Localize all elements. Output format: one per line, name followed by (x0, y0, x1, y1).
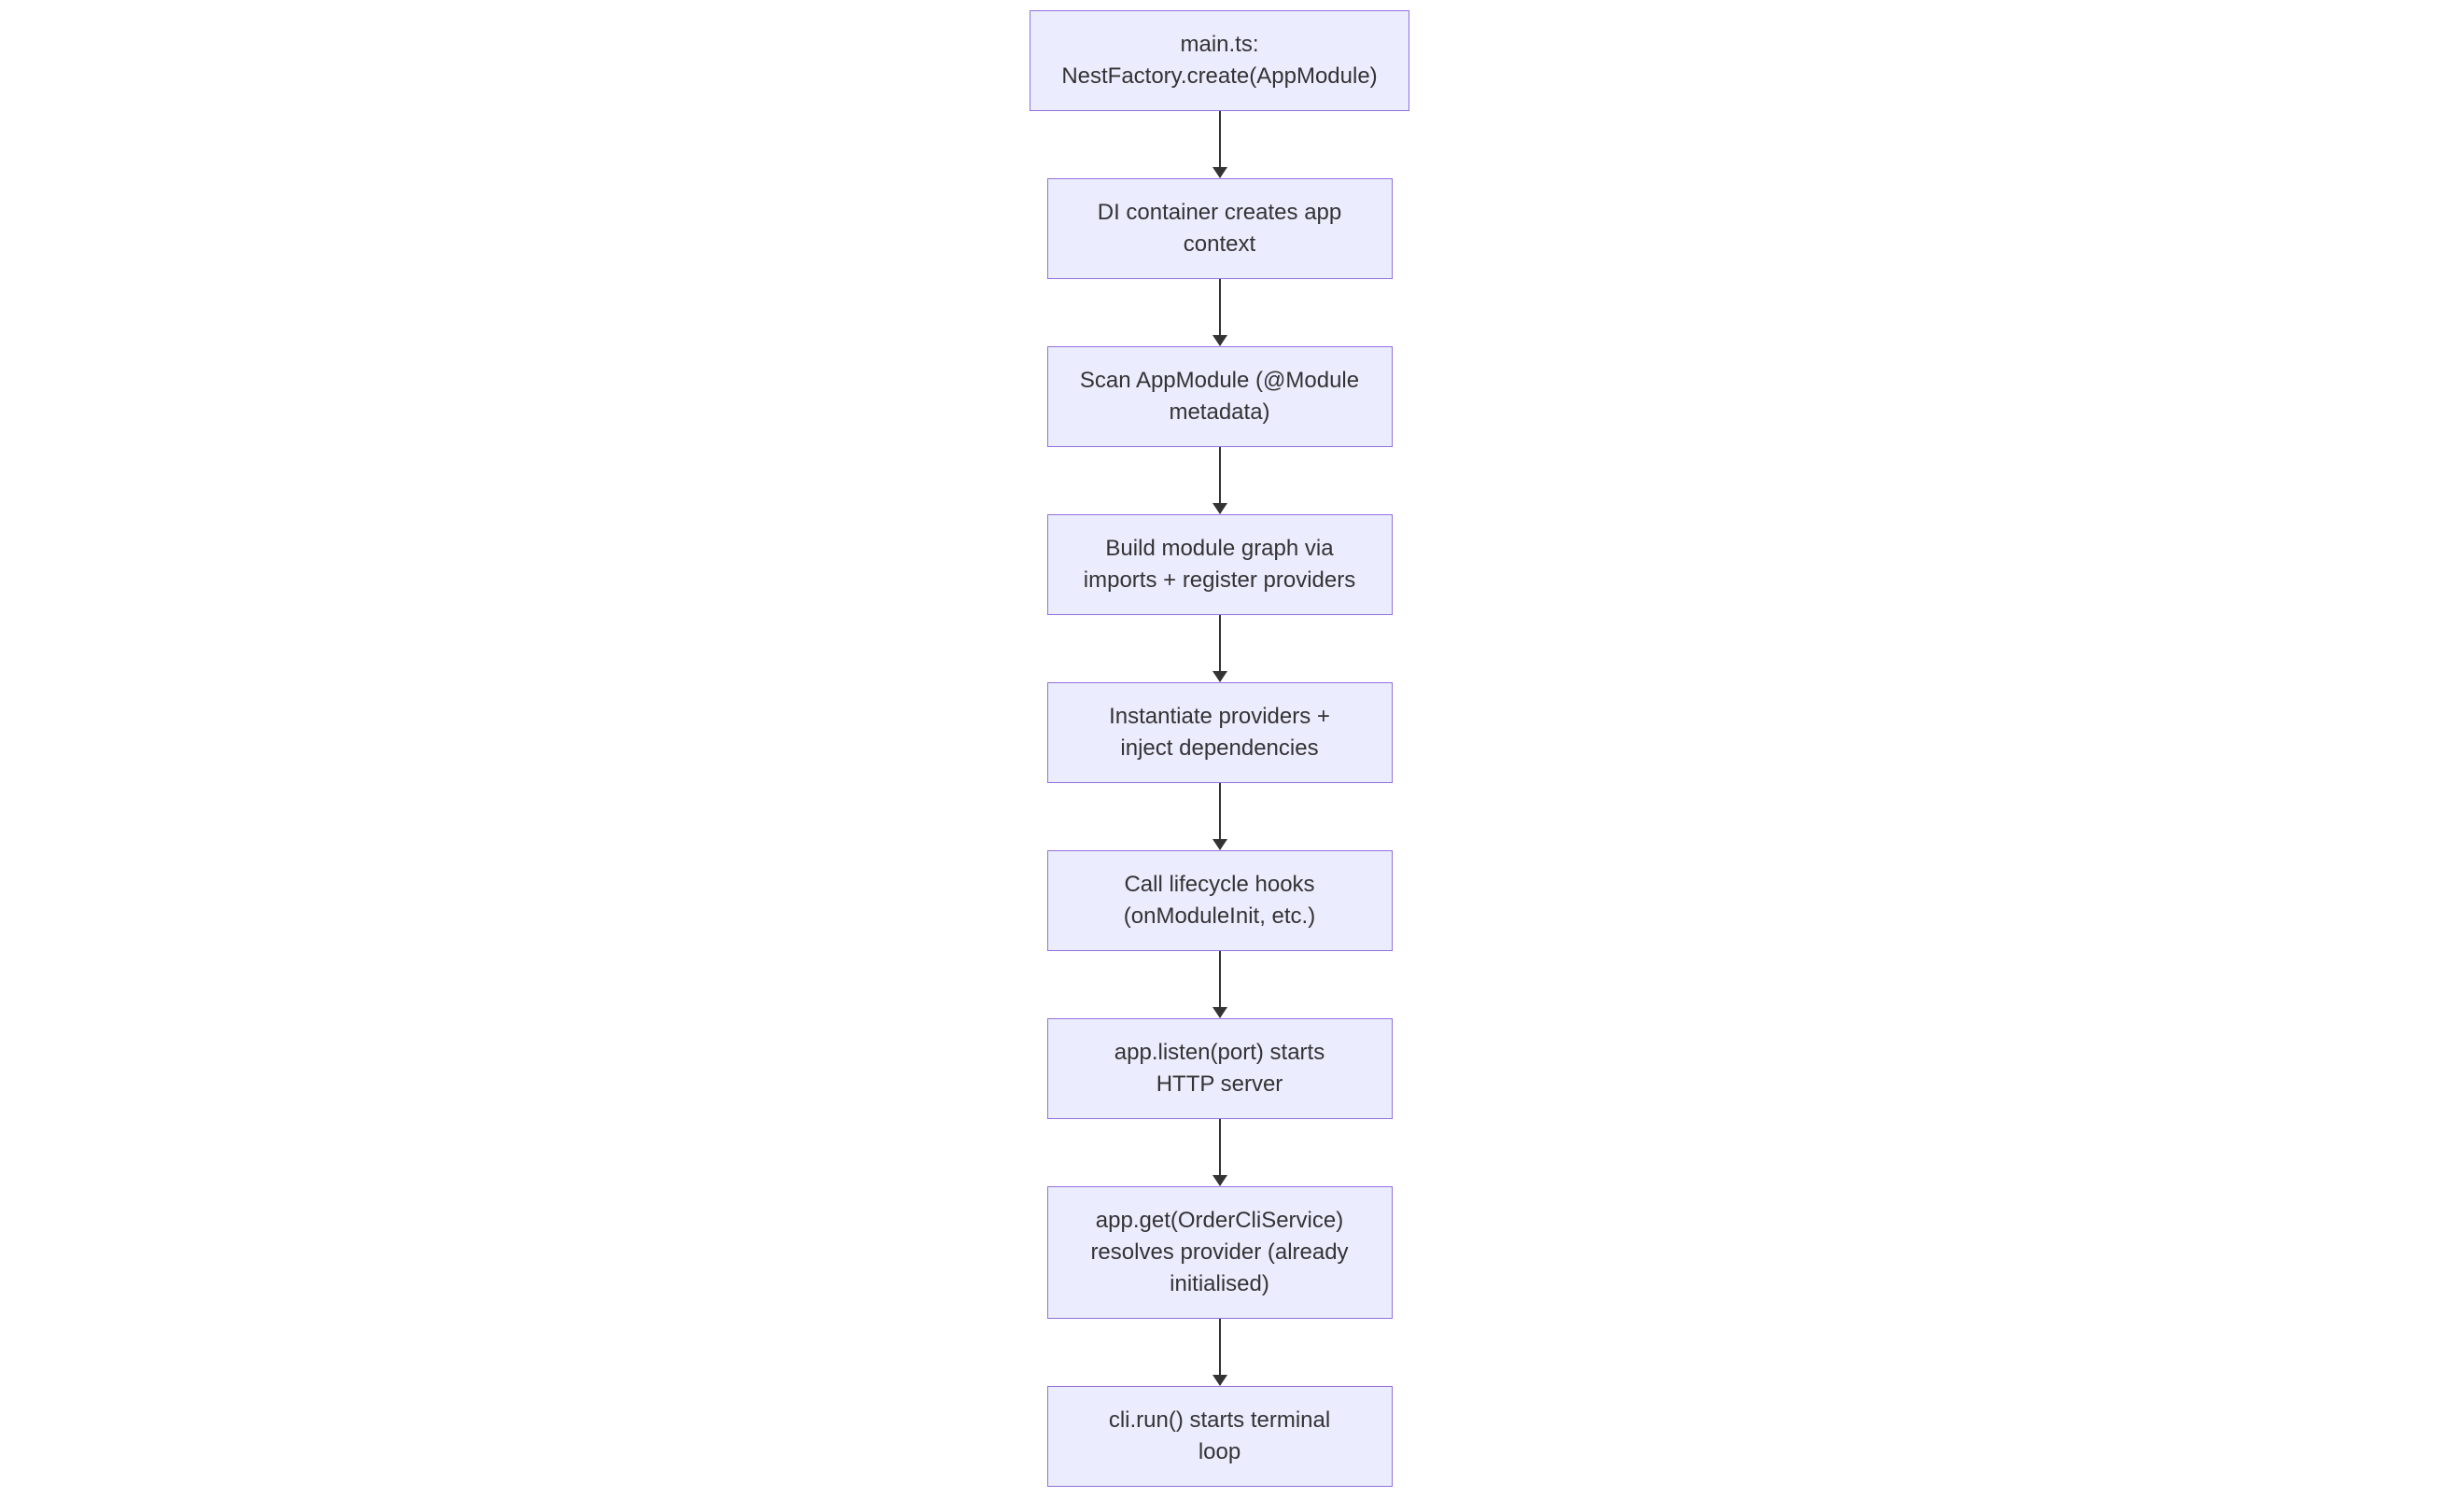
node-label-line: context (1183, 231, 1256, 257)
node-label-line: initialised) (1170, 1271, 1269, 1296)
node-label-line: Scan AppModule (@Module (1079, 368, 1360, 393)
arrow-shaft (1218, 447, 1221, 503)
node-label-line: HTTP server (1156, 1071, 1283, 1097)
edge-arrow (1212, 951, 1227, 1018)
arrow-shaft (1218, 783, 1221, 839)
edge-arrow (1212, 1119, 1227, 1186)
edge-arrow (1212, 279, 1227, 346)
edge-arrow (1212, 615, 1227, 682)
arrowhead-icon (1212, 1375, 1227, 1386)
arrowhead-icon (1212, 1007, 1227, 1018)
node-instantiate-providers: Instantiate providers + inject dependenc… (1046, 682, 1393, 783)
node-scan-appmodule: Scan AppModule (@Module metadata) (1046, 346, 1393, 447)
edge-arrow (1212, 783, 1227, 850)
edge-arrow (1212, 447, 1227, 514)
arrowhead-icon (1212, 1175, 1227, 1186)
edge-arrow (1212, 111, 1227, 178)
arrow-shaft (1218, 615, 1221, 671)
node-build-module-graph: Build module graph via imports + registe… (1046, 514, 1393, 615)
arrow-shaft (1218, 279, 1221, 335)
edge-arrow (1212, 1319, 1227, 1386)
arrowhead-icon (1212, 839, 1227, 850)
node-label-line: app.get(OrderCliService) (1095, 1208, 1344, 1233)
node-app-listen: app.listen(port) starts HTTP server (1046, 1018, 1393, 1119)
arrow-shaft (1218, 1319, 1221, 1375)
node-label-line: Call lifecycle hooks (1124, 872, 1315, 897)
node-label-line: main.ts: (1180, 32, 1259, 57)
arrowhead-icon (1212, 335, 1227, 346)
node-main-ts: main.ts: NestFactory.create(AppModule) (1030, 10, 1409, 111)
node-app-get-ordercliservice: app.get(OrderCliService) resolves provid… (1046, 1186, 1393, 1319)
node-label-line: app.listen(port) starts (1114, 1040, 1325, 1065)
node-label-line: loop (1198, 1439, 1241, 1464)
arrow-shaft (1218, 951, 1221, 1007)
node-label-line: DI container creates app (1097, 200, 1342, 225)
node-label-line: imports + register providers (1083, 567, 1356, 593)
node-label-line: Instantiate providers + (1109, 704, 1330, 729)
node-label-line: (onModuleInit, etc.) (1123, 903, 1316, 929)
arrow-shaft (1218, 111, 1221, 167)
node-label-line: resolves provider (already (1090, 1239, 1349, 1265)
node-cli-run: cli.run() starts terminal loop (1046, 1386, 1393, 1487)
node-label-line: cli.run() starts terminal (1108, 1407, 1331, 1433)
arrow-shaft (1218, 1119, 1221, 1175)
node-label-line: metadata) (1169, 399, 1270, 425)
node-label-line: NestFactory.create(AppModule) (1061, 63, 1378, 89)
node-label-line: inject dependencies (1120, 735, 1319, 761)
node-di-container: DI container creates app context (1046, 178, 1393, 279)
arrowhead-icon (1212, 167, 1227, 178)
node-label-line: Build module graph via (1105, 536, 1334, 561)
arrowhead-icon (1212, 671, 1227, 682)
arrowhead-icon (1212, 503, 1227, 514)
node-lifecycle-hooks: Call lifecycle hooks (onModuleInit, etc.… (1046, 850, 1393, 951)
